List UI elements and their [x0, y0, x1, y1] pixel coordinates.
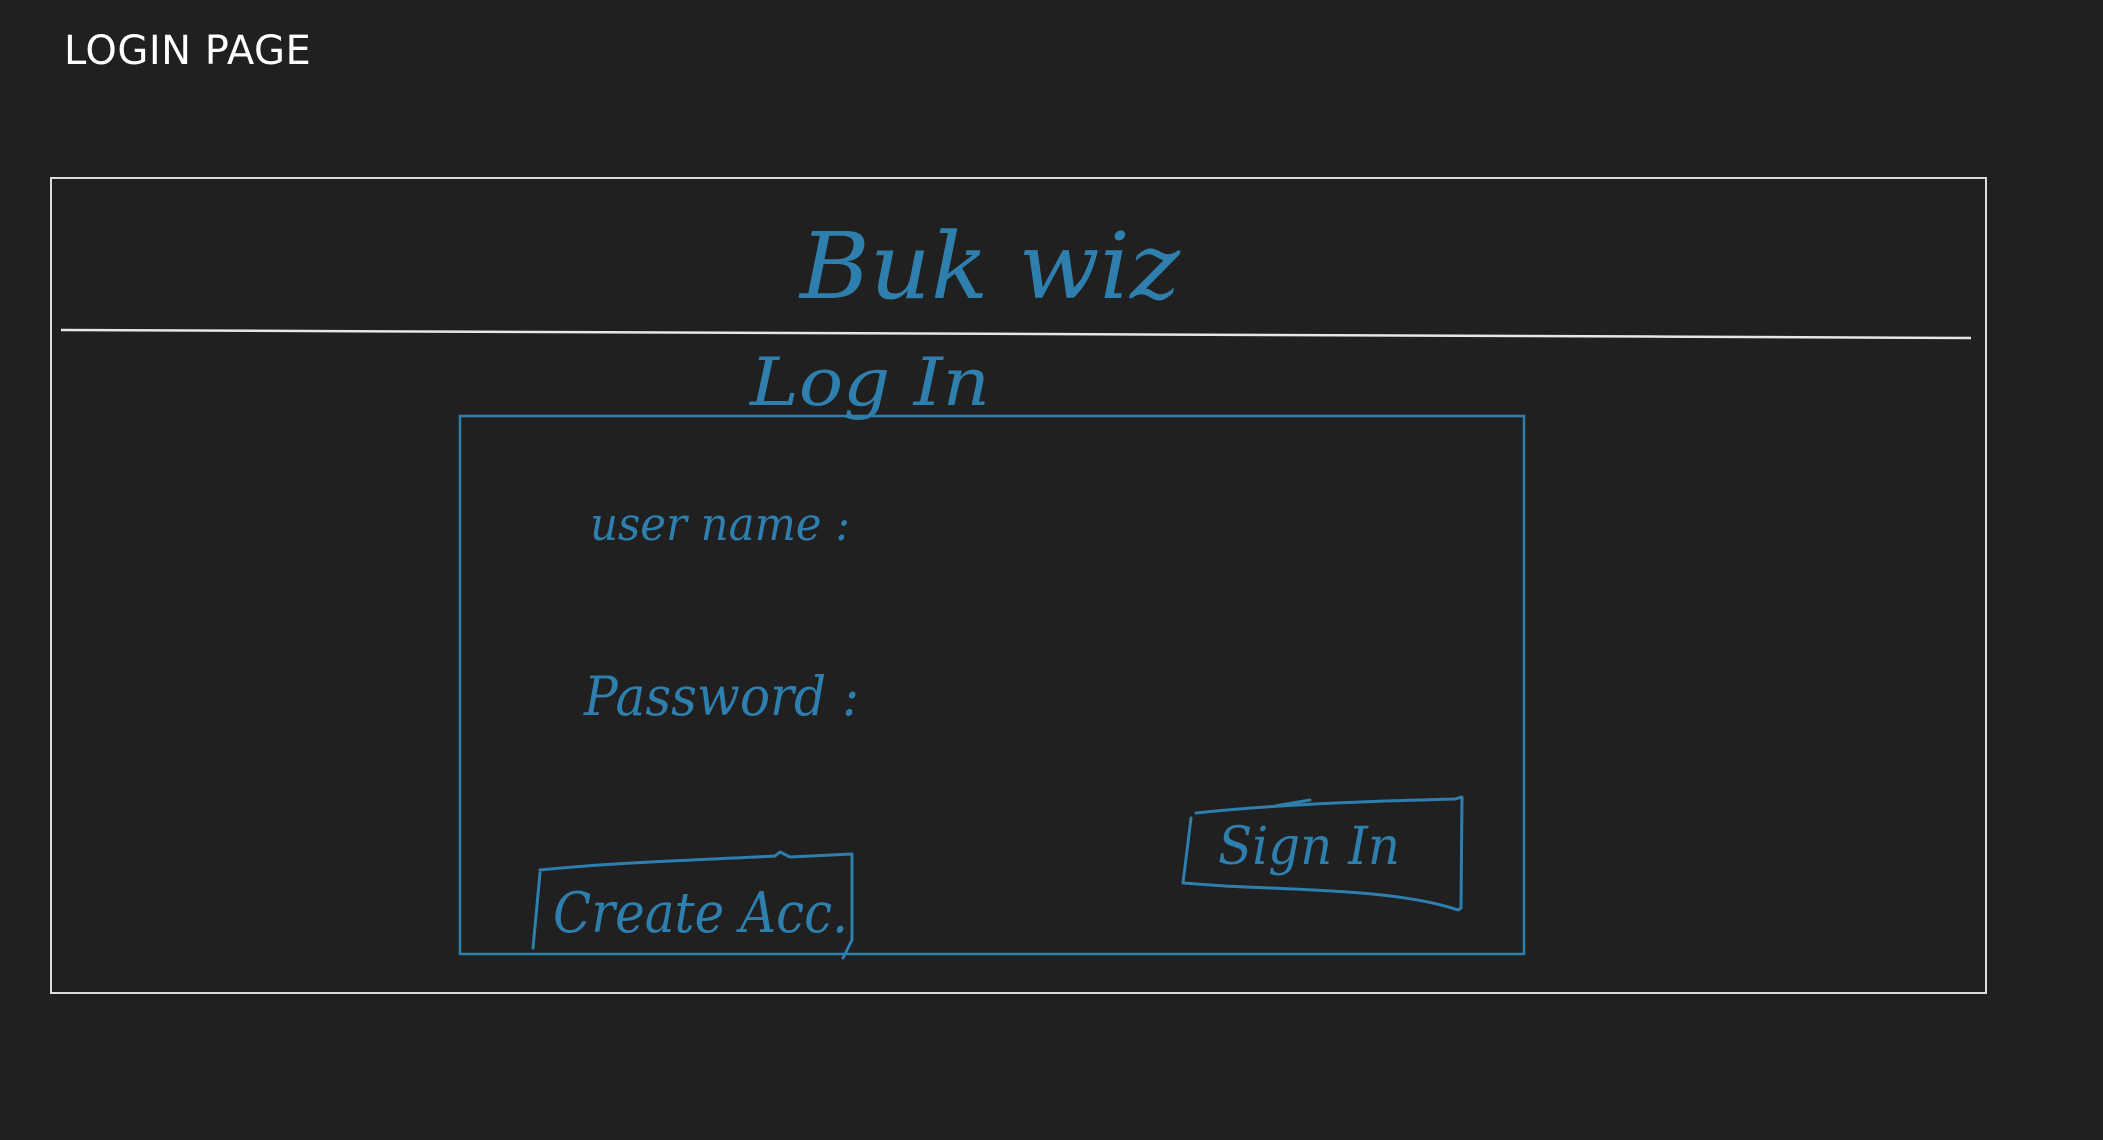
- create-account-button-outline: [531, 850, 854, 960]
- sign-in-button[interactable]: Sign In: [1181, 795, 1464, 912]
- create-account-label: Create Acc.: [553, 881, 848, 946]
- username-label: user name :: [590, 497, 850, 551]
- create-account-button[interactable]: Create Acc.: [531, 850, 854, 960]
- sign-in-label: Sign In: [1218, 817, 1400, 877]
- brand-title: Buk wiz: [798, 213, 1181, 320]
- header-divider: [60, 328, 1972, 340]
- password-label: Password :: [583, 665, 859, 728]
- form-heading: Log In: [749, 344, 990, 421]
- login-form-box: [458, 414, 1526, 956]
- page-title: LOGIN PAGE: [64, 28, 312, 74]
- sign-in-button-outline: [1181, 795, 1464, 912]
- wireframe-outer-frame: [50, 177, 1987, 994]
